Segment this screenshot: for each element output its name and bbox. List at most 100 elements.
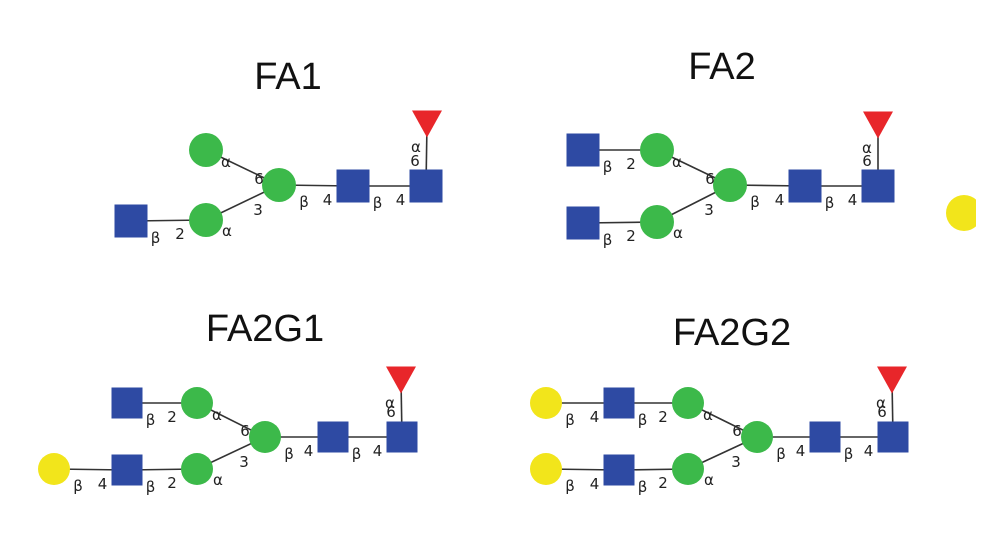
- linkage-fa2-fuc-position: 6: [862, 152, 872, 170]
- glcnac-square-fa2g2-gn3: [603, 454, 635, 486]
- linkage-fa2g1-gn6-anomer: β: [146, 411, 156, 429]
- linkage-fa2g1-gal3-position: 4: [98, 475, 108, 493]
- glycan-title-fa2g1: FA2G1: [206, 308, 324, 350]
- linkage-fa2g2-man_core-anomer: β: [776, 445, 786, 463]
- linkage-fa2-man6-position: 6: [705, 170, 715, 188]
- linkage-fa2-gn6-anomer: β: [603, 158, 613, 176]
- linkage-fa2g2-gn3-position: 2: [658, 474, 668, 492]
- glcnac-square-fa2g1-gn3: [111, 454, 143, 486]
- galactose-circle-fa2-stray_gal: [946, 195, 976, 231]
- linkage-fa2g2-gal6-position: 4: [590, 408, 600, 426]
- linkage-fa2g1-man6-anomer: α: [212, 406, 222, 424]
- glcnac-square-fa1-core2: [336, 169, 370, 203]
- fucose-triangle-fa2g2-fuc: [877, 366, 907, 394]
- mannose-circle-fa2-man_core: [713, 168, 747, 202]
- linkage-fa2g2-man_core-position: 4: [796, 442, 806, 460]
- glycan-title-fa1: FA1: [254, 56, 322, 98]
- linkage-fa1-gn3-anomer: β: [151, 229, 161, 247]
- linkage-fa2g1-gn3-anomer: β: [146, 478, 156, 496]
- fucose-triangle-fa2g1-fuc: [386, 366, 416, 394]
- glcnac-square-fa2g2-core1: [877, 421, 909, 453]
- linkage-fa2-man_core-position: 4: [775, 191, 785, 209]
- galactose-circle-fa2g1-gal3: [38, 453, 70, 485]
- fucose-triangle-fa2-fuc: [863, 111, 893, 139]
- linkage-fa1-gn3-position: 2: [175, 225, 185, 243]
- glcnac-square-fa2-gn6: [566, 133, 600, 167]
- linkage-fa2g2-gal3-position: 4: [590, 475, 600, 493]
- mannose-circle-fa2-man3: [640, 205, 674, 239]
- glcnac-square-fa2g2-core2: [809, 421, 841, 453]
- linkage-fa2g1-man6-position: 6: [240, 422, 250, 440]
- linkage-fa1-core2-position: 4: [396, 191, 406, 209]
- linkage-fa2-gn3-position: 2: [626, 227, 636, 245]
- mannose-circle-fa2g2-man_core: [741, 421, 773, 453]
- glcnac-square-fa2g1-gn6: [111, 387, 143, 419]
- galactose-circle-fa2g2-gal6: [530, 387, 562, 419]
- linkage-fa2g1-core2-anomer: β: [352, 445, 362, 463]
- linkage-fa2g2-gal3-anomer: β: [565, 477, 575, 495]
- linkage-fa1-man_core-anomer: β: [299, 193, 309, 211]
- glcnac-square-fa2-core1: [861, 169, 895, 203]
- linkage-fa2-man3-anomer: α: [673, 224, 683, 242]
- linkage-fa2-gn6-position: 2: [626, 155, 636, 173]
- linkage-fa2g2-core2-anomer: β: [844, 445, 854, 463]
- linkage-fa1-core2-anomer: β: [373, 194, 383, 212]
- linkage-fa1-man_core-position: 4: [323, 191, 333, 209]
- linkage-fa2g1-man_core-anomer: β: [284, 445, 294, 463]
- linkage-fa2g2-man6-position: 6: [732, 422, 742, 440]
- mannose-circle-fa2-man6: [640, 133, 674, 167]
- linkage-fa1-fuc-position: 6: [410, 152, 420, 170]
- glcnac-square-fa2g1-core2: [317, 421, 349, 453]
- linkage-fa2g1-fuc-anomer: α: [385, 394, 395, 412]
- mannose-circle-fa2g2-man6: [672, 387, 704, 419]
- mannose-circle-fa1-man3: [189, 203, 223, 237]
- mannose-circle-fa1-man_core: [262, 168, 296, 202]
- linkage-fa2-core2-position: 4: [848, 191, 858, 209]
- linkage-fa2g1-gn3-position: 2: [167, 474, 177, 492]
- linkage-fa2g2-fuc-position: 6: [877, 403, 887, 421]
- linkage-fa2g1-man3-anomer: α: [213, 471, 223, 489]
- linkage-fa2g1-gal3-anomer: β: [73, 477, 83, 495]
- linkage-fa2g1-gn6-position: 2: [167, 408, 177, 426]
- linkage-fa2-fuc-anomer: α: [862, 139, 872, 157]
- mannose-circle-fa2g1-man3: [181, 453, 213, 485]
- linkage-fa2-gn3-anomer: β: [603, 231, 613, 249]
- linkage-fa2g1-fuc-position: 6: [386, 403, 396, 421]
- fucose-triangle-fa1-fuc: [412, 110, 442, 138]
- linkage-fa2g2-gn6-position: 2: [658, 408, 668, 426]
- linkage-fa2g2-gn3-anomer: β: [638, 478, 648, 496]
- linkage-fa1-man6-anomer: α: [221, 153, 231, 171]
- linkage-fa2g2-man3-anomer: α: [704, 471, 714, 489]
- glcnac-square-fa2-core2: [788, 169, 822, 203]
- mannose-circle-fa1-man6: [189, 133, 223, 167]
- linkage-fa2g1-man_core-position: 4: [304, 442, 314, 460]
- linkage-fa2g2-man3-position: 3: [731, 453, 741, 471]
- linkage-fa2-man6-anomer: α: [672, 153, 682, 171]
- glcnac-square-fa2g1-core1: [386, 421, 418, 453]
- linkage-fa2g2-gn6-anomer: β: [638, 411, 648, 429]
- linkage-fa2-man_core-anomer: β: [750, 193, 760, 211]
- mannose-circle-fa2g2-man3: [672, 453, 704, 485]
- mannose-circle-fa2g1-man_core: [249, 421, 281, 453]
- glycan-title-fa2: FA2: [688, 46, 756, 88]
- linkage-fa2g1-man3-position: 3: [239, 453, 249, 471]
- linkage-fa1-man6-position: 6: [254, 170, 264, 188]
- galactose-circle-fa2g2-gal3: [530, 453, 562, 485]
- glcnac-square-fa2g2-gn6: [603, 387, 635, 419]
- linkage-fa2-core2-anomer: β: [825, 194, 835, 212]
- linkage-fa1-fuc-anomer: α: [411, 138, 421, 156]
- glcnac-square-fa2-gn3: [566, 206, 600, 240]
- linkage-fa1-man3-position: 3: [253, 201, 263, 219]
- mannose-circle-fa2g1-man6: [181, 387, 213, 419]
- glcnac-square-fa1-gn3: [114, 204, 148, 238]
- linkage-fa2g1-core2-position: 4: [373, 442, 383, 460]
- glycan-title-fa2g2: FA2G2: [673, 312, 791, 354]
- linkage-fa2g2-core2-position: 4: [864, 442, 874, 460]
- linkage-fa1-man3-anomer: α: [222, 222, 232, 240]
- linkage-fa2g2-fuc-anomer: α: [876, 394, 886, 412]
